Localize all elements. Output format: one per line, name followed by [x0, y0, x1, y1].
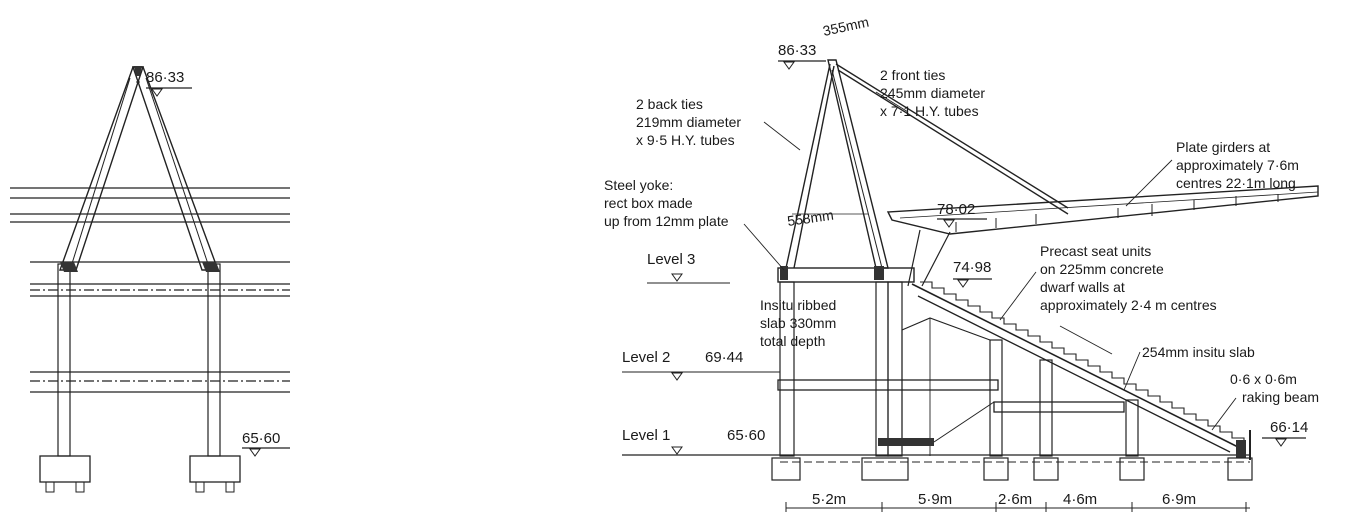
section-top-level: 86·33 [778, 42, 816, 59]
dim-bay-5: 6·9m [1162, 491, 1196, 508]
annotation-back-ties: 2 back ties 219mm diameter x 9·5 H.Y. tu… [636, 96, 801, 151]
annotation-steel-yoke: Steel yoke: rect box made up from 12mm p… [604, 177, 785, 271]
svg-text:Steel yoke:: Steel yoke: [604, 177, 673, 193]
svg-text:219mm diameter: 219mm diameter [636, 114, 741, 130]
svg-text:0·6 x 0·6m: 0·6 x 0·6m [1230, 371, 1297, 387]
svg-text:x 9·5 H.Y. tubes: x 9·5 H.Y. tubes [636, 132, 735, 148]
annotation-insitu-slab: Insitu ribbed slab 330mm total depth [760, 297, 836, 349]
svg-text:Plate girders at: Plate girders at [1176, 139, 1270, 155]
svg-text:up from 12mm plate: up from 12mm plate [604, 213, 729, 229]
svg-text:approximately 7·6m: approximately 7·6m [1176, 157, 1299, 173]
level-2-label: Level 2 [622, 349, 670, 366]
svg-text:approximately 2·4 m centres: approximately 2·4 m centres [1040, 297, 1217, 313]
level-1-label: Level 1 [622, 427, 670, 444]
svg-text:2 front ties: 2 front ties [880, 67, 945, 83]
stand-section: 86·33 355mm 78·02 Level 3 [604, 14, 1319, 512]
level-3-value: 74·98 [953, 259, 991, 276]
front-elevation: 86·33 [10, 66, 290, 493]
annotation-plate-girders: Plate girders at approximately 7·6m cent… [1125, 139, 1299, 207]
dim-bay-3: 2·6m [998, 491, 1032, 508]
a-frame-right-leg [132, 66, 220, 271]
roof-girder [886, 185, 1319, 235]
dim-bay-4: 4·6m [1063, 491, 1097, 508]
annotation-front-ties: 2 front ties 245mm diameter x 7·1 H.Y. t… [875, 67, 985, 119]
level-2-value: 69·44 [705, 349, 743, 366]
front-ground-level: 65·60 [242, 430, 280, 447]
svg-text:raking beam: raking beam [1242, 389, 1319, 405]
front-top-level: 86·33 [146, 69, 184, 86]
svg-text:on 225mm concrete: on 225mm concrete [1040, 261, 1164, 277]
dim-mast-top: 355mm [821, 14, 870, 39]
dim-bay-1: 5·2m [812, 491, 846, 508]
annotation-raking-beam: 0·6 x 0·6m raking beam [1211, 371, 1319, 431]
svg-text:2 back ties: 2 back ties [636, 96, 703, 112]
svg-text:total depth: total depth [760, 333, 825, 349]
svg-text:centres 22·1m long: centres 22·1m long [1176, 175, 1296, 191]
dim-bay-2: 5·9m [918, 491, 952, 508]
svg-text:Precast seat units: Precast seat units [1040, 243, 1151, 259]
precast-seat-steps [920, 281, 1245, 444]
raking-beam [911, 283, 1241, 449]
level-1-value: 65·60 [727, 427, 765, 444]
annotation-precast-seats: Precast seat units on 225mm concrete dwa… [999, 243, 1217, 355]
svg-text:slab 330mm: slab 330mm [760, 315, 836, 331]
roof-level: 78·02 [937, 201, 975, 218]
svg-text:dwarf walls at: dwarf walls at [1040, 279, 1125, 295]
level-3-label: Level 3 [647, 251, 695, 268]
svg-text:254mm insitu slab: 254mm insitu slab [1142, 344, 1255, 360]
dim-yoke: 558mm [786, 207, 834, 229]
svg-text:245mm diameter: 245mm diameter [880, 85, 985, 101]
front-roof-bands [10, 187, 290, 223]
section-foundations [771, 457, 1253, 481]
front-edge-level: 66·14 [1270, 419, 1308, 436]
front-ties [835, 63, 1069, 209]
back-ties [785, 63, 831, 269]
svg-text:x 7·1 H.Y. tubes: x 7·1 H.Y. tubes [880, 103, 979, 119]
annotation-slab-254: 254mm insitu slab [1123, 344, 1255, 391]
svg-text:Insitu ribbed: Insitu ribbed [760, 297, 836, 313]
svg-text:rect box made: rect box made [604, 195, 693, 211]
